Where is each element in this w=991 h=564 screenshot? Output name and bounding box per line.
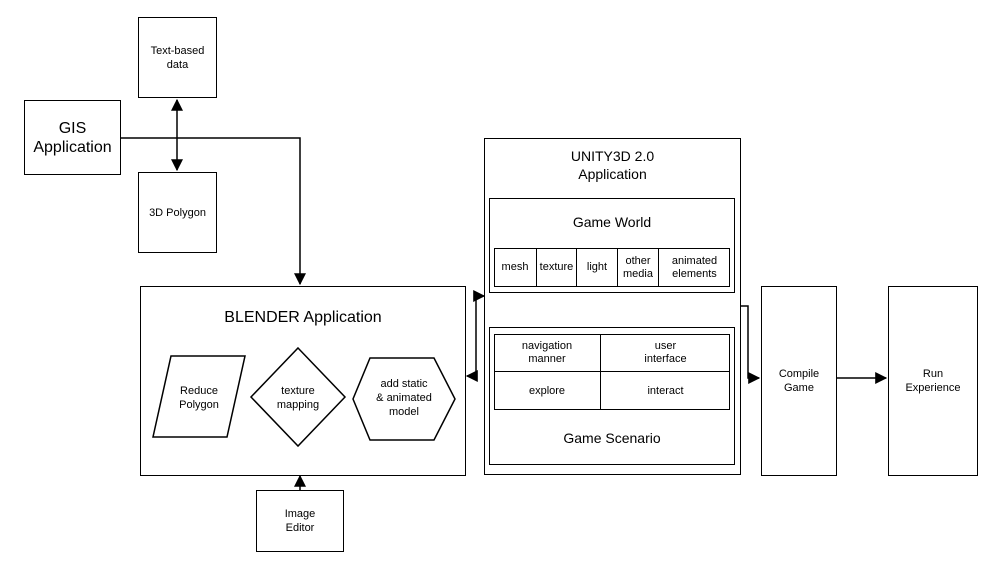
texture-mapping-label: texture mapping [276,385,320,411]
cell-navigation-manner: navigation manner [494,334,601,372]
cell-explore: explore [494,372,601,410]
gis-label: GIS Application [33,119,112,156]
game-world-box [489,198,735,293]
3d-polygon-label: 3D Polygon [149,206,206,219]
text-based-data-label: Text-based data [150,44,205,71]
unity-title: UNITY3D 2.0 Application [570,148,655,182]
blender-title: BLENDER Application [224,309,382,326]
cell-other-media: other media [618,248,659,287]
run-experience-label: Run Experience [905,368,961,394]
cell-interact: interact [647,384,684,397]
reduce-polygon-label: Reduce Polygon [179,385,219,411]
arrow-gis-blender [121,137,306,286]
game-scenario-box [489,327,735,465]
3d-polygon-box: 3D Polygon [138,172,217,253]
game-scenario-title: Game Scenario [563,430,661,446]
game-world-cells [494,248,730,287]
add-model-label: add static & animated model [376,378,432,418]
image-editor-label: Image Editor [284,508,316,534]
run-experience-box: Run Experience [888,286,978,476]
cell-light: light [577,248,618,287]
cell-user-interface: user interface [601,334,730,372]
arrow-unity-compile [741,305,761,384]
cell-mesh: mesh [494,248,537,287]
cell-animated-elements: animated elements [671,254,718,280]
arrow-unity-blender [465,290,486,382]
game-world-title: Game World [572,214,652,230]
text-based-data-box: Text-based data [138,17,217,98]
gis-application-box: GIS Application [24,100,121,175]
compile-game-box: Compile Game [761,286,837,476]
scenario-grid [494,334,730,410]
compile-game-label: Compile Game [778,368,820,394]
image-editor-box: Image Editor [256,490,344,552]
cell-texture: texture [537,248,577,287]
